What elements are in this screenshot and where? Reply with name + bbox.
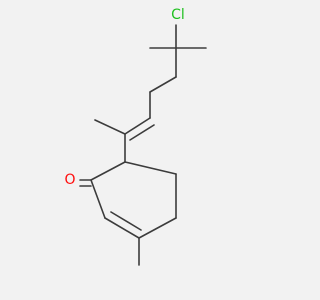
- bond-c7-c8-double: [129, 124, 155, 141]
- bond-c6-c1: [90, 161, 126, 181]
- bond-c7-methyl: [94, 119, 126, 135]
- bond-c5-c6: [124, 161, 177, 175]
- chlorine-atom-label: Cl: [171, 7, 185, 23]
- molecule-structure-diagram: O Cl: [64, 7, 207, 266]
- oxygen-atom-label: O: [64, 172, 75, 188]
- bond-c7-c8: [124, 117, 151, 135]
- bond-c3-c4: [138, 217, 177, 239]
- bond-c1-c2: [90, 179, 106, 219]
- bond-c2-c3: [104, 217, 140, 239]
- bond-c2-c3-double: [110, 211, 142, 231]
- bond-c9-c10: [149, 76, 177, 93]
